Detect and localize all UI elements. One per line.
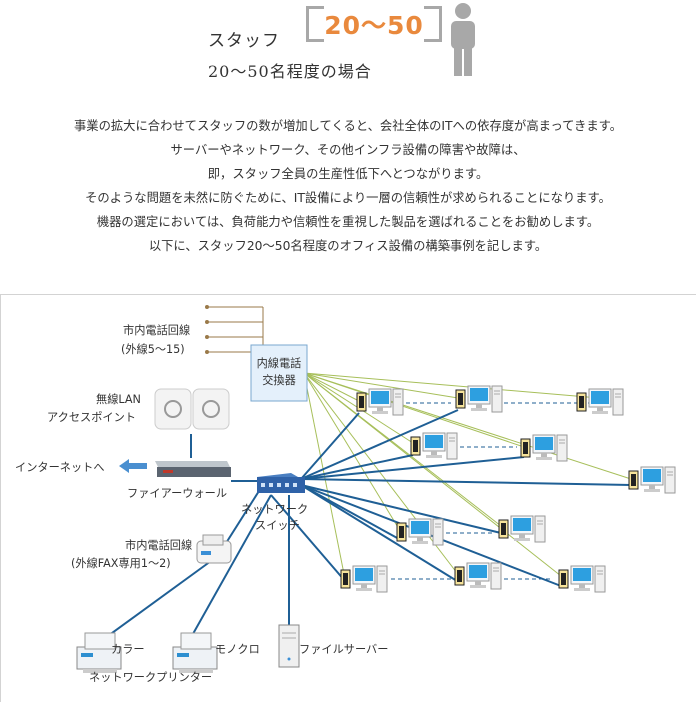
network-switch-icon [257,473,305,493]
phone-lines-label-1: 市内電話回線 [123,323,190,337]
desk-pc [558,565,606,593]
desk-pc [340,565,388,593]
firewall-label: ファイアーウォール [127,487,227,500]
access-point-icon [154,388,230,430]
internet-arrow-icon [119,459,147,473]
printers-label: ネットワークプリンター [89,671,212,684]
desk-pc [628,466,676,494]
file-server-label: ファイルサーバー [299,643,388,656]
fax-machine-icon [196,534,232,564]
fax-lines-label-2: (外線FAX専用1～2) [71,556,171,570]
header-subtitle: 20～50名程度の場合 [208,62,372,81]
phone-lines-label-2: (外線5～15) [121,342,185,356]
pbx-label-1: 内線電話 [257,356,302,370]
file-server-icon [278,624,300,668]
desk-pc [410,432,458,460]
desk-pc [520,434,568,462]
desk-pc [356,388,404,416]
desk-pc [396,518,444,546]
desk-pc [576,388,624,416]
intro-line: 機器の選定においては、負荷能力や信頼性を重視した製品を選ばれることをお勧めします… [96,215,600,229]
desk-links [391,402,589,580]
wlan-label-2: アクセスポイント [47,411,136,424]
intro-line: 即，スタッフ全員の生産性低下へとつながります。 [207,167,489,181]
color-printer-label: カラー [111,643,145,656]
intro-line: そのような問題を未然に防ぐために、IT設備により一層の信頼性が求められることにな… [85,191,611,205]
switch-label-1: ネットワーク [241,503,308,516]
intro-line: 以下に、スタッフ20～50名程度のオフィス設備の構築事例を記します。 [148,239,548,253]
mono-printer-icon [172,632,218,674]
outside-line-arrows [205,305,264,354]
header-title: スタッフ [208,31,280,51]
network-diagram: 内線電話 交換器 市内電話回線 (外線5～15) 無線LAN アクセスポイント … [0,294,696,702]
pbx-label-2: 交換器 [262,373,296,387]
switch-label-2: スイッチ [255,519,300,532]
staff-count-badge-text: 20～50 [324,6,424,42]
pbx: 内線電話 交換器 [250,344,308,402]
staff-count-badge: 20～50 [306,6,442,42]
wlan-label-1: 無線LAN [96,392,141,406]
fax-lines-label-1: 市内電話回線 [125,538,192,552]
network-diagram-svg: 内線電話 交換器 市内電話回線 (外線5～15) 無線LAN アクセスポイント … [15,305,676,684]
desk-pc [455,385,503,413]
desk-pc [454,562,502,590]
firewall-icon [155,461,231,477]
intro-line: サーバーやネットワーク、その他インフラ設備の障害や故障は、 [170,143,526,157]
intro-line: 事業の拡大に合わせてスタッフの数が増加してくると、会社全体のITへの依存度が高ま… [73,119,623,133]
person-icon [451,3,475,76]
intro-text: 事業の拡大に合わせてスタッフの数が増加してくると、会社全体のITへの依存度が高ま… [0,114,696,258]
desk-pc [498,515,546,543]
mono-printer-label: モノクロ [215,643,260,656]
internet-label: インターネットへ [15,461,105,474]
